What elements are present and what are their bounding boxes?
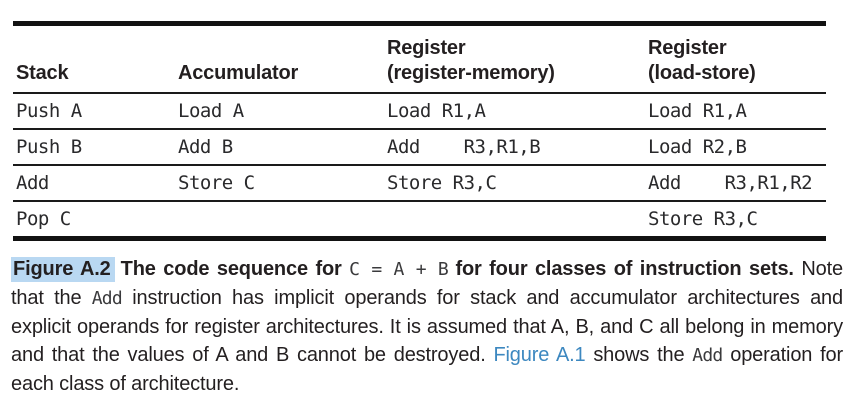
table-row: Pop C Store R3,C	[13, 201, 826, 239]
table-cell: Store C	[175, 165, 384, 202]
figure-label-highlight: Figure A.2	[11, 257, 115, 282]
table-cell: Add R3,R1,B	[384, 129, 645, 166]
figure-a1-link[interactable]: Figure A.1	[493, 344, 586, 366]
table-cell: Pop C	[16, 208, 71, 230]
table-cell	[175, 201, 384, 239]
header-line1: Register	[648, 37, 727, 59]
header-line2: (register-memory)	[387, 62, 555, 84]
table-header-row: Stack Accumulator Register (register-memo…	[13, 23, 826, 94]
caption-bold-tail: for four classes of instruction sets.	[447, 258, 794, 280]
table-cell: Push A	[13, 93, 175, 130]
header-line2: Accumulator	[178, 62, 299, 84]
textbook-figure-page: Stack Accumulator Register (register-memo…	[0, 21, 853, 403]
table-cell	[384, 201, 645, 239]
table-row: Add Store C Store R3,C Add R3,R1,R2	[13, 165, 826, 202]
caption-text: instruction has implicit operands for st…	[11, 287, 843, 366]
table-row: Push A Load A Load R1,A Load R1,A	[13, 93, 826, 130]
header-line2: (load-store)	[648, 62, 756, 84]
table-cell: Load R2,B	[645, 129, 826, 166]
table-cell: Load A	[175, 93, 384, 130]
table-cell: Add	[13, 165, 175, 202]
table-cell: Load R1,A	[645, 93, 826, 130]
code-inline-add: Add	[91, 288, 123, 309]
column-header-accumulator: Accumulator	[175, 23, 384, 94]
header-line1: Register	[387, 37, 466, 59]
caption-bold-intro: The code sequence for	[120, 258, 350, 280]
table-cell: Add R3,R1,R2	[645, 165, 826, 202]
column-header-load-store: Register (load-store)	[645, 23, 826, 94]
column-header-register-memory: Register (register-memory)	[384, 23, 645, 94]
column-header-stack: Stack	[13, 23, 175, 94]
table-cell: Load R1,A	[384, 93, 645, 130]
header-line2: Stack	[16, 62, 69, 84]
table-cell: Store R3,C	[384, 165, 645, 202]
caption-text: Note that the	[11, 258, 844, 309]
table-cell: Push B	[13, 129, 175, 166]
caption-text: shows the	[585, 344, 693, 366]
table-row: Push B Add B Add R3,R1,B Load R2,B	[13, 129, 826, 166]
code-inline-add: Add	[692, 345, 723, 366]
caption-text: operation for each class of architecture…	[11, 344, 843, 395]
instruction-set-table: Stack Accumulator Register (register-memo…	[13, 21, 826, 241]
table-cell: Add B	[175, 129, 384, 166]
code-inline-expression: C = A + B	[349, 259, 449, 280]
table-cell: Store R3,C	[648, 208, 758, 230]
